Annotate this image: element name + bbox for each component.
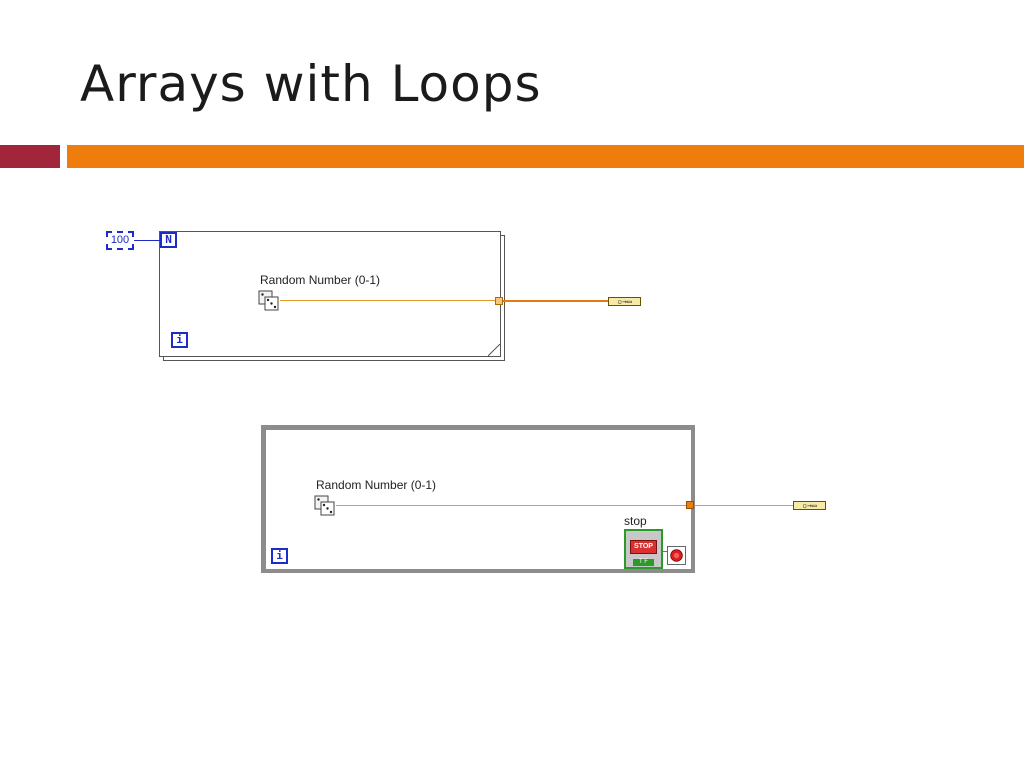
array-wire-outer: [503, 300, 609, 302]
array-indicator-icon[interactable]: ▫→▭: [793, 501, 826, 510]
data-wire-inner: [336, 505, 687, 506]
stop-tf-indicator: T F: [633, 559, 654, 566]
array-indicator-icon[interactable]: ▫→▭: [608, 297, 641, 306]
data-wire-inner: [280, 300, 496, 301]
indexing-tunnel[interactable]: [686, 501, 694, 509]
random-number-label: Random Number (0-1): [316, 478, 437, 492]
stop-control[interactable]: STOP T F: [624, 529, 663, 569]
array-wire-outer: [694, 505, 794, 506]
stop-wire: [663, 551, 667, 552]
loop-corner-fold-icon: [488, 344, 500, 356]
stop-control-label: stop: [624, 514, 647, 528]
random-number-label: Random Number (0-1): [260, 273, 381, 287]
dice-icon[interactable]: [258, 290, 280, 312]
title-accent-bar-red: [0, 145, 60, 168]
dice-icon[interactable]: [314, 495, 336, 517]
count-terminal-n[interactable]: N: [160, 232, 177, 248]
indexing-tunnel[interactable]: [495, 297, 503, 305]
stop-button[interactable]: STOP: [630, 540, 657, 554]
iteration-terminal-i[interactable]: i: [171, 332, 188, 348]
count-wire: [134, 240, 160, 241]
stop-condition-icon[interactable]: [667, 546, 686, 565]
while-loop-frame[interactable]: [261, 425, 695, 573]
loop-count-constant[interactable]: 100: [106, 231, 134, 250]
slide-title: Arrays with Loops: [80, 55, 542, 113]
for-loop-frame[interactable]: [159, 231, 501, 357]
title-accent-bar-orange: [67, 145, 1024, 168]
iteration-terminal-i[interactable]: i: [271, 548, 288, 564]
